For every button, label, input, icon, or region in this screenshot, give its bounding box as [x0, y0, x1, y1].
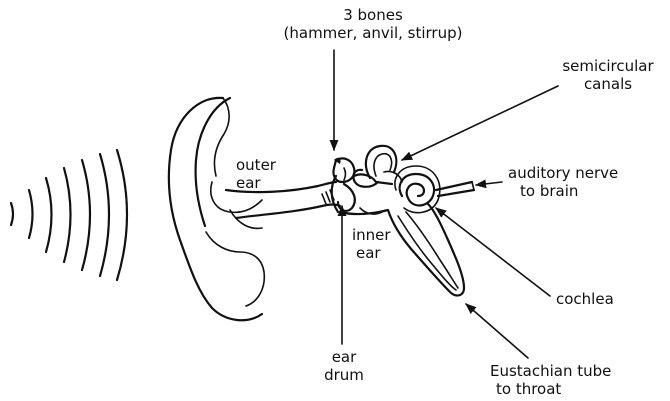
label-auditory-nerve-line1: auditory nerve [508, 164, 618, 182]
label-inner-ear-line1: inner [352, 226, 391, 244]
outer-ear-pinna [169, 98, 264, 320]
label-three-bones-line1: 3 bones [268, 6, 478, 24]
label-auditory-nerve-line2: to brain [508, 182, 618, 200]
label-semicircular-canals: semicircular canals [553, 57, 663, 93]
sound-waves [11, 150, 127, 280]
label-outer-ear: outer ear [236, 156, 276, 192]
label-cochlea: cochlea [556, 290, 614, 308]
auditory-nerve [436, 182, 474, 196]
cochlea-spiral [395, 166, 440, 213]
label-ear-drum-line1: ear [318, 348, 370, 366]
label-inner-ear: inner ear [352, 226, 391, 262]
label-eustachian-tube-line2: to throat [490, 380, 611, 398]
label-ear-drum-line2: drum [318, 366, 370, 384]
label-inner-ear-line2: ear [352, 244, 391, 262]
callout-arrows [334, 50, 558, 358]
label-outer-ear-line1: outer [236, 156, 276, 174]
label-outer-ear-line2: ear [236, 174, 276, 192]
label-auditory-nerve: auditory nerve to brain [508, 164, 618, 200]
label-three-bones: 3 bones (hammer, anvil, stirrup) [268, 6, 478, 42]
middle-ear-bones [333, 158, 392, 211]
label-cochlea-text: cochlea [556, 290, 614, 308]
label-eustachian-tube: Eustachian tube to throat [490, 362, 611, 398]
label-ear-drum: ear drum [318, 348, 370, 384]
label-eustachian-tube-line1: Eustachian tube [490, 362, 611, 380]
label-semicircular-canals-line2: canals [553, 75, 663, 93]
label-three-bones-line2: (hammer, anvil, stirrup) [268, 24, 478, 42]
label-semicircular-canals-line1: semicircular [553, 57, 663, 75]
